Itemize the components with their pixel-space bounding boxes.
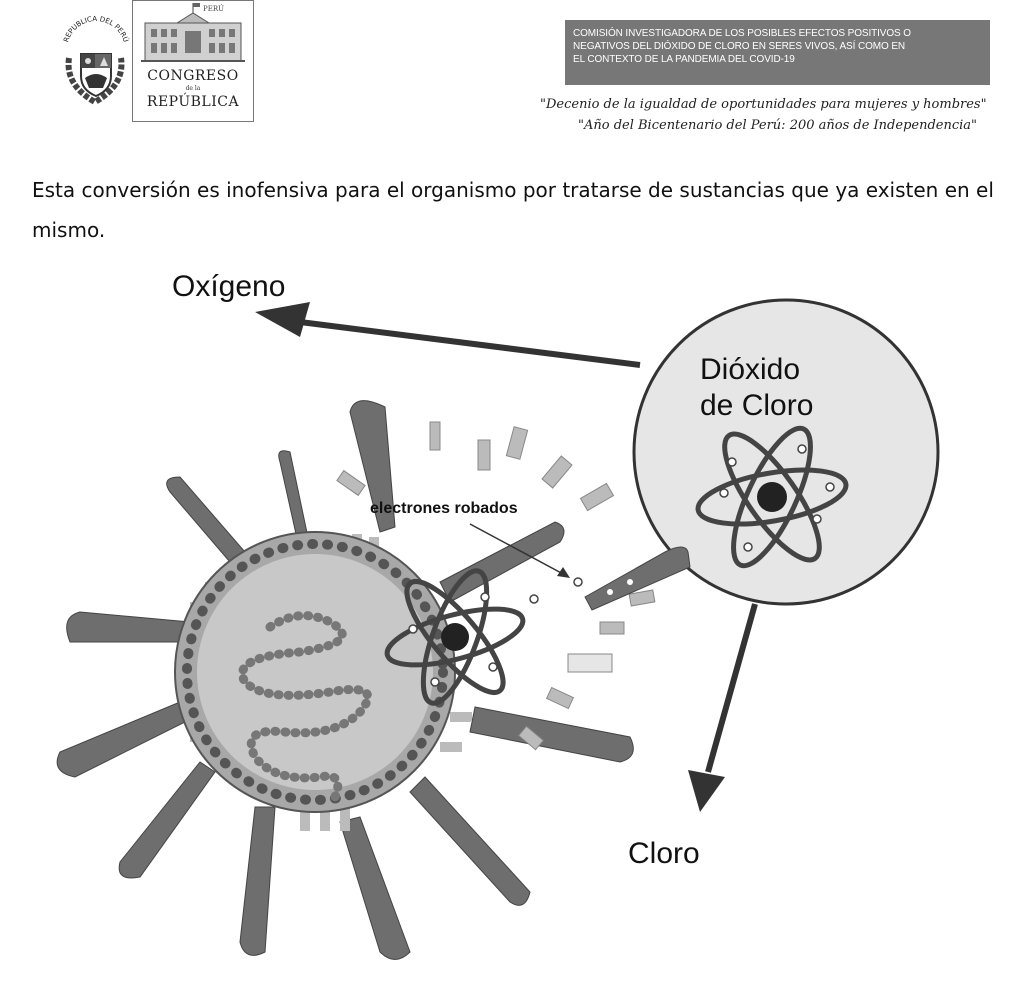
electrones-pointer-arrow [469,523,570,578]
congreso-peru-label: PERÚ [203,5,224,13]
congreso-name: CONGRESO [147,68,239,84]
label-electrones-robados: electrones robados [370,500,518,517]
label-oxigeno: Oxígeno [172,270,286,303]
chlorine-dioxide-illustration: Oxígeno Dióxido de Cloro electrones roba… [0,262,1024,999]
commission-title-line-1: COMISIÓN INVESTIGADORA DE LOS POSIBLES E… [573,28,911,39]
commission-title-line-3: EL CONTEXTO DE LA PANDEMIA DEL COVID-19 [573,54,795,65]
dioxide-atom [695,425,849,569]
arrow-to-cloro [688,603,758,812]
label-cloro: Cloro [628,837,700,870]
commission-title-line-2: NEGATIVOS DEL DIÓXIDO DE CLORO EN SERES … [573,41,906,52]
peru-coat-of-arms-seal: REPUBLICA DEL PERÚ [62,15,131,106]
chlorine-dioxide-bubble [632,298,940,606]
motto-bicentenary: "Año del Bicentenario del Perú: 200 años… [578,118,978,133]
impact-rays [336,421,656,751]
svg-text:REPUBLICA DEL PERÚ: REPUBLICA DEL PERÚ [62,15,131,43]
stolen-electron-1 [573,577,583,587]
virus-spikes [56,400,634,960]
stolen-electron-2 [529,594,539,604]
virus-rna-strand [237,611,373,802]
congreso-logo: PERÚ CONGRESO de la REPÚBLICA [132,0,254,122]
document-header: REPUBLICA DEL PERÚ [0,0,1024,160]
commission-banner: COMISIÓN INVESTIGADORA DE LOS POSIBLES E… [565,20,990,85]
illustration-graphic [56,298,940,960]
virus-atom [384,568,526,706]
republica-name: REPÚBLICA [146,94,240,110]
arrow-to-oxigeno [255,302,641,368]
motto-equality: "Decenio de la igualdad de oportunidades… [540,97,987,112]
seal-arc-text: REPUBLICA DEL PERÚ [62,15,131,43]
virus-membrane-dots [182,539,448,805]
label-dioxido-de-cloro: Dióxido de Cloro [700,352,813,424]
label-dioxido-line-1: Dióxido [700,353,801,386]
congreso-building-icon [141,3,245,62]
congreso-sub: de la [185,85,201,92]
label-dioxido-line-2: de Cloro [700,389,814,422]
body-paragraph: Esta conversión es inofensiva para el or… [32,178,994,242]
